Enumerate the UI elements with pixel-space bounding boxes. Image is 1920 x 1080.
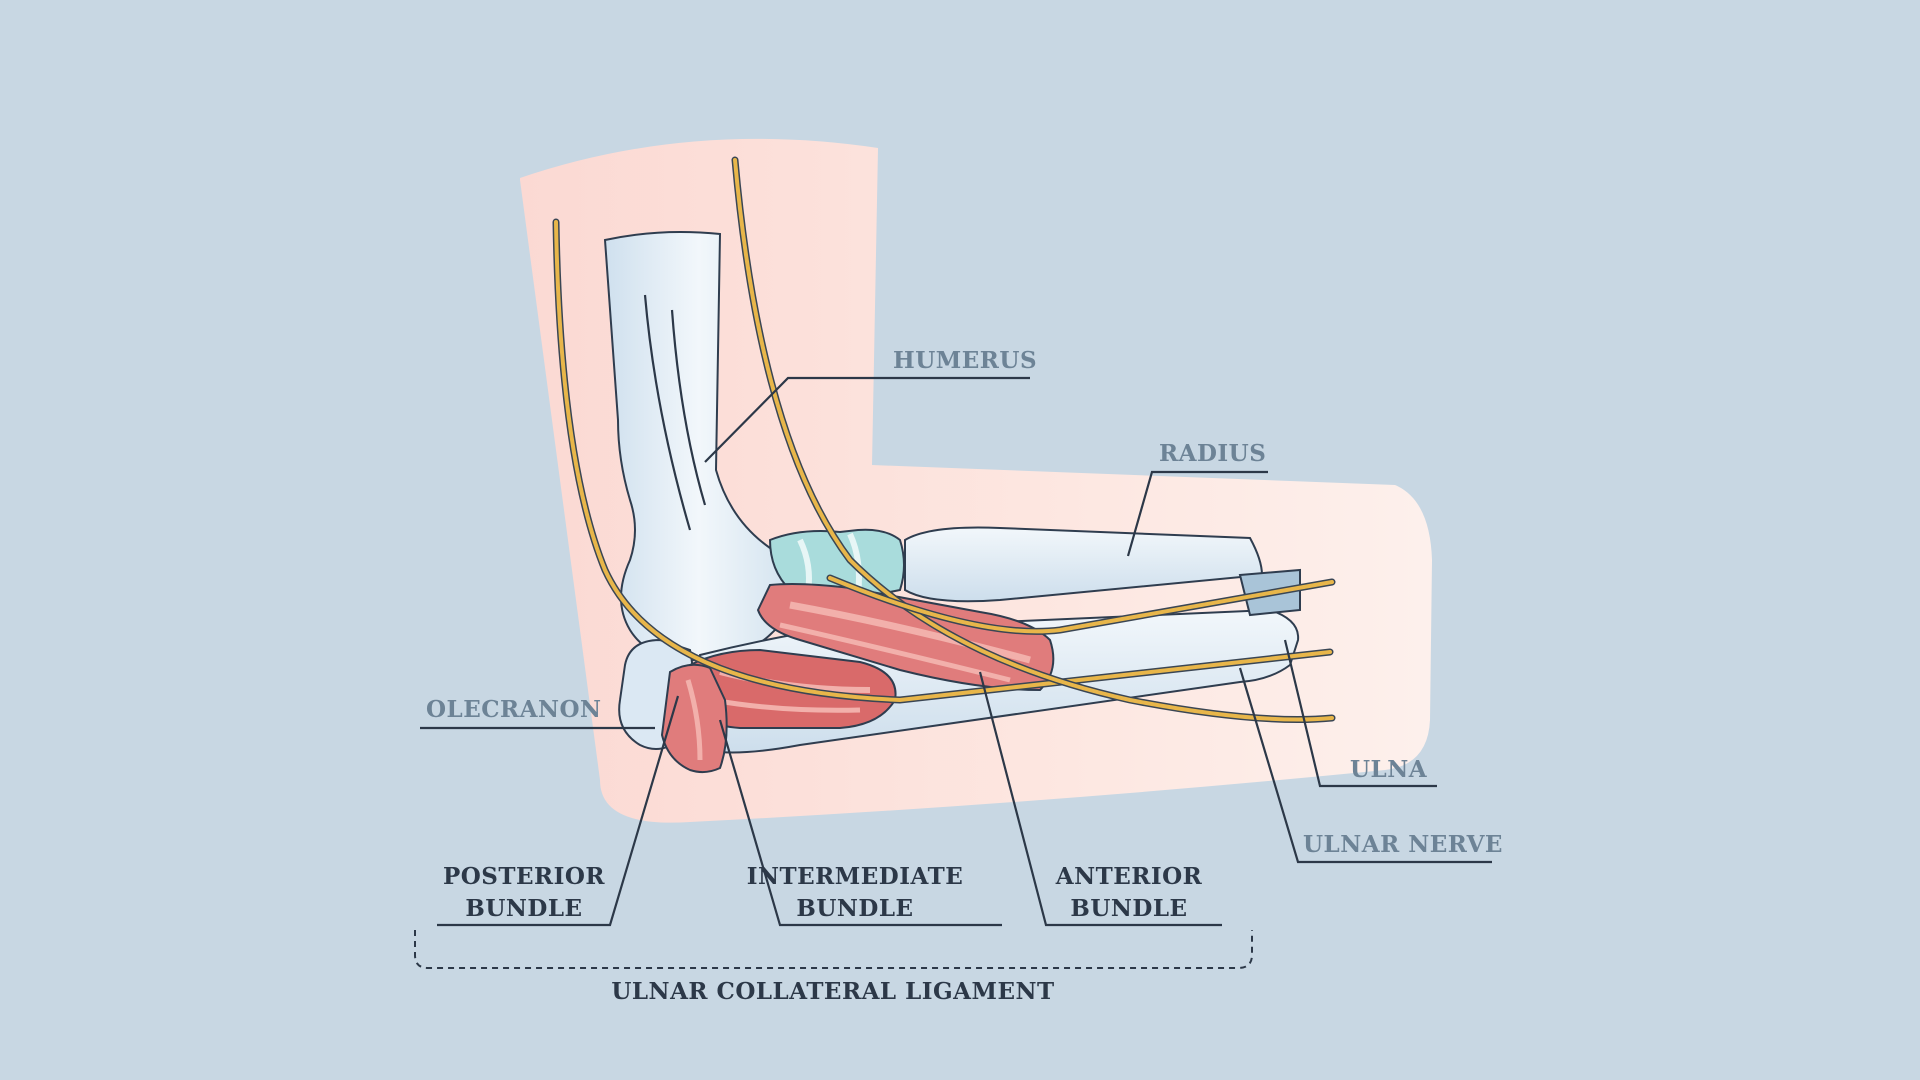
humerus-contour <box>643 294 692 531</box>
intermediate-bundle-stripe-2 <box>711 697 861 713</box>
anterior-bundle-stripe <box>789 601 1031 664</box>
olecranon-label: OLECRANON <box>426 696 602 723</box>
humerus-contour-2 <box>670 309 707 506</box>
intermediate-bundle-label-line2: BUNDLE <box>796 895 913 922</box>
posterior-bundle-leader <box>437 695 680 927</box>
anterior-bundle-label-line2: BUNDLE <box>1070 895 1187 922</box>
humerus-label: HUMERUS <box>893 347 1037 374</box>
posterior-bundle-stripe <box>685 679 703 761</box>
nerve-strand-back-fill <box>554 220 1332 703</box>
intermediate-bundle-label-line1: INTERMEDIATE <box>747 863 963 890</box>
ulna-label: ULNA <box>1350 756 1428 783</box>
ucl-bracket <box>414 930 1253 969</box>
anterior-bundle-leader <box>978 671 1222 927</box>
ulna-leader <box>1283 639 1437 788</box>
ulnar-nerve-label: ULNAR NERVE <box>1303 831 1503 858</box>
anterior-bundle-label-line1: ANTERIOR <box>1055 863 1203 890</box>
ulnar-nerve-leader <box>1238 667 1492 864</box>
nerve-strand-upper-fill <box>828 576 1334 634</box>
intermediate-bundle-leader <box>718 719 1002 927</box>
ucl-label: ULNAR COLLATERAL LIGAMENT <box>611 978 1054 1005</box>
posterior-bundle-label-line1: POSTERIOR <box>443 863 605 890</box>
radius-label: RADIUS <box>1159 440 1266 467</box>
radius-leader <box>1126 470 1268 557</box>
humerus-leader <box>704 376 1030 463</box>
ulnar-nerve-strand-fill <box>733 158 1334 722</box>
radius-bone <box>904 526 1264 603</box>
posterior-bundle-label-line2: BUNDLE <box>465 895 582 922</box>
